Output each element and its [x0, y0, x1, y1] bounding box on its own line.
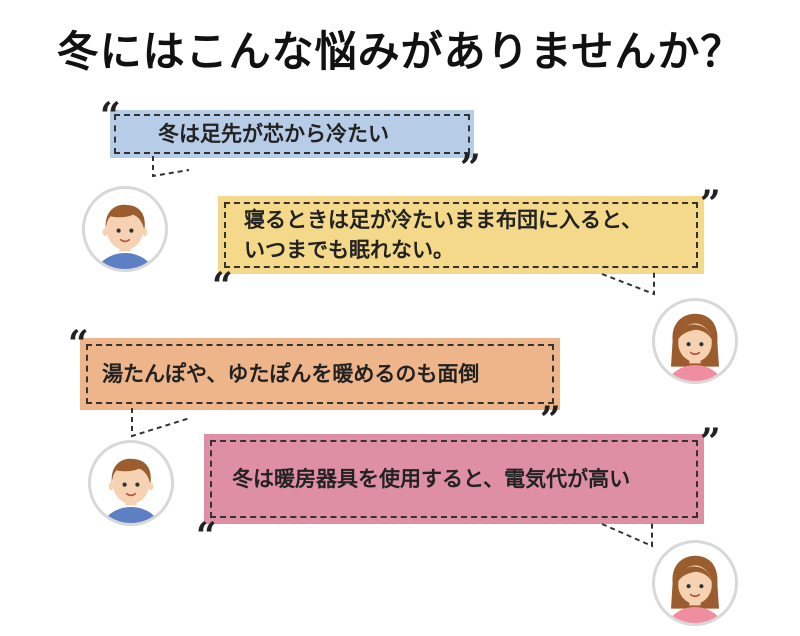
- bubble-text: 冬は足先が芯から冷たい: [158, 122, 389, 146]
- bubble-background: [110, 110, 474, 158]
- bubble-text: 湯たんぽや、ゆたぽんを暖めるのも面倒: [102, 362, 480, 386]
- bubble-dashed-border: [114, 114, 470, 154]
- speech-bubble-4: 冬は暖房器具を使用すると、電気代が高い: [204, 434, 704, 524]
- avatar-boy: [88, 440, 174, 526]
- bubble-text: 冬は暖房器具を使用すると、電気代が高い: [232, 467, 631, 491]
- open-quote-mark: “: [212, 265, 233, 307]
- page-title: 冬にはこんな悩みがありませんか？: [56, 27, 744, 76]
- open-quote-mark: “: [196, 515, 217, 557]
- open-quote-mark: “: [100, 95, 121, 137]
- bubble-dashed-border: [224, 202, 698, 268]
- speech-bubble-1: 冬は足先が芯から冷たい: [110, 110, 474, 158]
- bubble-background: [80, 338, 560, 410]
- bubble-dashed-border: [86, 344, 554, 404]
- bubble-tail: [152, 156, 190, 178]
- close-quote-mark: ”: [700, 421, 721, 463]
- close-quote-mark: ”: [700, 183, 721, 225]
- bubble-tail: [131, 408, 191, 438]
- girl-illustration-icon: [667, 313, 723, 381]
- bubble-background: [204, 434, 704, 524]
- boy-illustration-icon: [103, 458, 159, 523]
- boy-illustration-icon: [97, 204, 153, 269]
- bubble-text: 寝るときは足が冷たいまま布団に入ると、 いつまでも眠れない。: [244, 208, 643, 262]
- avatar-boy: [82, 186, 168, 272]
- girl-illustration-icon: [667, 555, 723, 623]
- avatar-girl: [652, 298, 738, 384]
- bubble-tail: [601, 272, 655, 296]
- close-quote-mark: ”: [540, 399, 561, 441]
- avatar-girl: [652, 540, 738, 626]
- open-quote-mark: “: [68, 323, 89, 365]
- bubble-background: [218, 196, 704, 274]
- speech-bubble-3: 湯たんぽや、ゆたぽんを暖めるのも面倒: [80, 338, 560, 410]
- speech-bubble-2: 寝るときは足が冷たいまま布団に入ると、 いつまでも眠れない。: [218, 196, 704, 274]
- close-quote-mark: ”: [460, 147, 481, 189]
- bubble-dashed-border: [210, 440, 698, 518]
- bubble-tail: [601, 522, 653, 548]
